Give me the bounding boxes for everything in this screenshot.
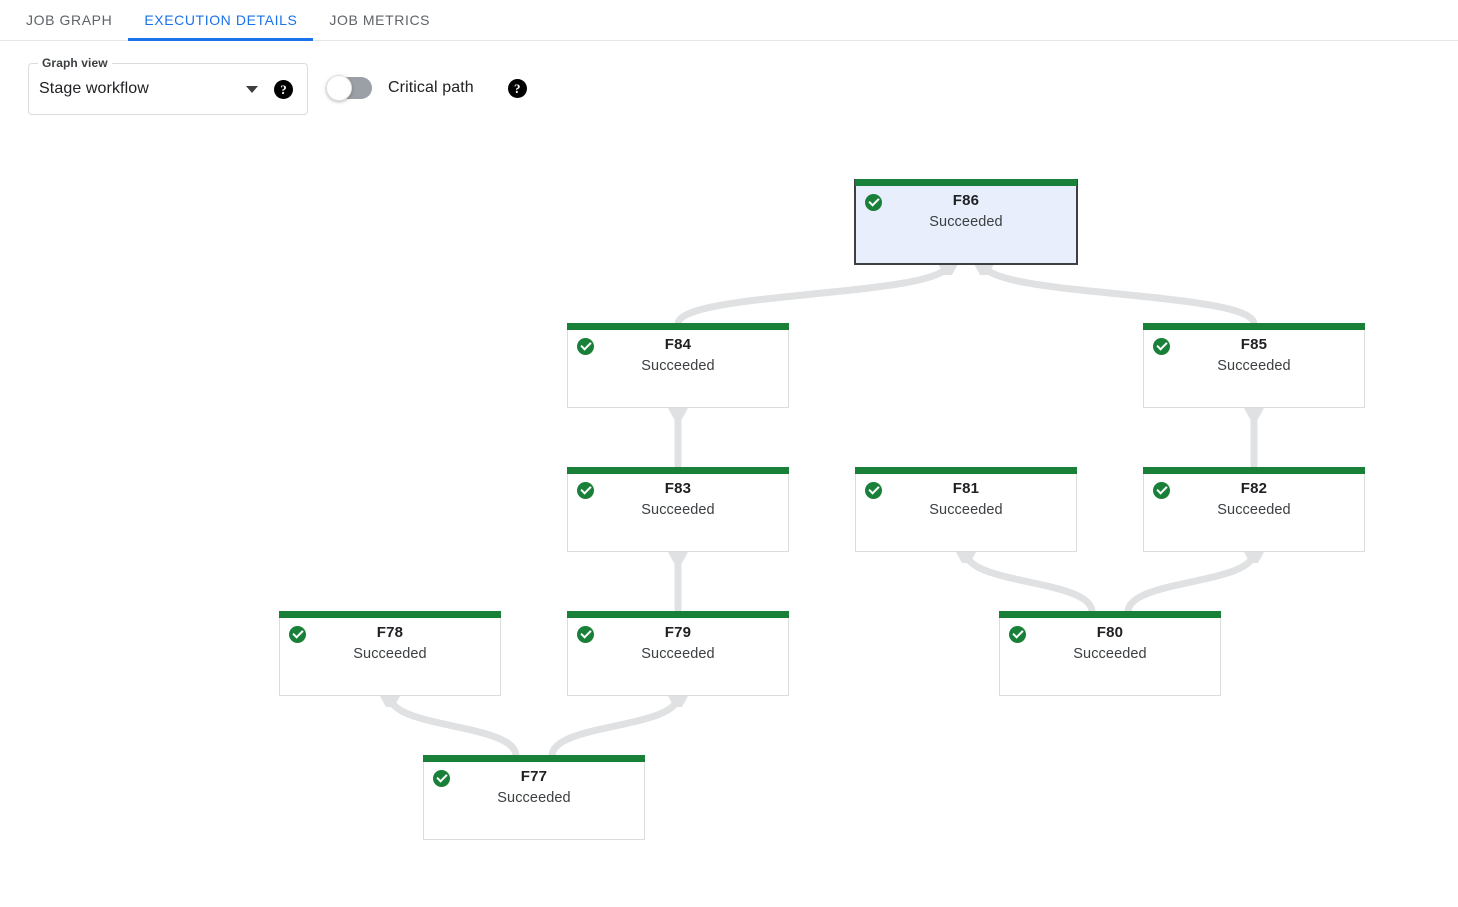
check-circle-icon <box>577 338 594 355</box>
node-status-text: Succeeded <box>1073 646 1147 662</box>
tab-label: JOB METRICS <box>329 12 431 28</box>
critical-path-toggle[interactable] <box>326 75 372 101</box>
graph-edge-f86-f85 <box>980 262 1258 326</box>
graph-edge-flare <box>1244 408 1264 419</box>
graph-edge-f78-f77 <box>386 695 520 757</box>
node-status-bar <box>279 611 501 618</box>
check-circle-icon <box>865 482 882 499</box>
tab-bar: JOB GRAPH EXECUTION DETAILS JOB METRICS <box>0 0 1458 41</box>
graph-toolbar: Graph view Stage workflow ? Critical pat… <box>0 41 1458 133</box>
check-circle-icon <box>1009 626 1026 643</box>
node-status-text: Succeeded <box>929 214 1003 230</box>
node-status-text: Succeeded <box>497 790 571 806</box>
tab-job-metrics[interactable]: JOB METRICS <box>313 0 446 40</box>
graph-edge-flare <box>938 264 958 275</box>
check-circle-icon <box>1153 338 1170 355</box>
graph-edge-flare <box>380 696 400 707</box>
node-status-text: Succeeded <box>929 502 1003 518</box>
help-icon-graph-view[interactable]: ? <box>274 79 293 99</box>
node-title: F84 <box>664 336 692 353</box>
graph-edge-flare <box>668 552 688 563</box>
node-title: F86 <box>952 192 980 209</box>
graph-view-label: Graph view <box>38 56 112 70</box>
node-status-text: Succeeded <box>1217 358 1291 374</box>
graph-edge-f81-f80 <box>962 551 1096 613</box>
node-status-text: Succeeded <box>641 358 715 374</box>
tab-label: EXECUTION DETAILS <box>144 12 298 28</box>
check-circle-icon <box>865 194 882 211</box>
node-title: F83 <box>664 480 692 497</box>
node-title: F82 <box>1240 480 1268 497</box>
node-status-bar <box>1143 323 1365 330</box>
node-status-text: Succeeded <box>641 502 715 518</box>
graph-edge-flare <box>1244 552 1264 563</box>
graph-edge-flare <box>668 408 688 419</box>
graph-edge-flare <box>956 552 976 563</box>
graph-edge-f86-f84 <box>674 262 952 326</box>
graph-edge-flare <box>974 264 994 275</box>
check-circle-icon <box>1153 482 1170 499</box>
check-circle-icon <box>289 626 306 643</box>
graph-edge-f79-f77 <box>548 695 682 757</box>
critical-path-control: Critical path ? <box>326 75 527 101</box>
toggle-knob <box>326 75 352 101</box>
check-circle-icon <box>577 626 594 643</box>
node-title: F80 <box>1096 624 1124 641</box>
node-status-bar <box>423 755 645 762</box>
critical-path-label: Critical path <box>388 79 474 96</box>
node-title: F77 <box>520 768 548 785</box>
node-title: F78 <box>376 624 404 641</box>
node-title: F81 <box>952 480 980 497</box>
node-status-bar <box>567 611 789 618</box>
node-title: F85 <box>1240 336 1268 353</box>
graph-edge-flare <box>668 696 688 707</box>
node-status-bar <box>999 611 1221 618</box>
node-status-bar <box>855 467 1077 474</box>
graph-view-value: Stage workflow <box>39 80 149 97</box>
check-circle-icon <box>577 482 594 499</box>
graph-edge-f82-f80 <box>1124 551 1258 613</box>
check-circle-icon <box>433 770 450 787</box>
help-icon-critical-path[interactable]: ? <box>507 78 527 98</box>
graph-view-select[interactable]: Graph view Stage workflow ? <box>28 56 308 115</box>
node-status-text: Succeeded <box>641 646 715 662</box>
node-status-bar <box>567 467 789 474</box>
node-status-bar <box>567 323 789 330</box>
node-status-text: Succeeded <box>1217 502 1291 518</box>
tab-job-graph[interactable]: JOB GRAPH <box>10 0 128 40</box>
node-status-bar <box>1143 467 1365 474</box>
node-status-bar <box>855 179 1077 186</box>
tab-execution-details[interactable]: EXECUTION DETAILS <box>128 0 314 41</box>
node-title: F79 <box>664 624 692 641</box>
node-status-text: Succeeded <box>353 646 427 662</box>
tab-label: JOB GRAPH <box>26 12 113 28</box>
chevron-down-icon[interactable] <box>246 85 258 93</box>
